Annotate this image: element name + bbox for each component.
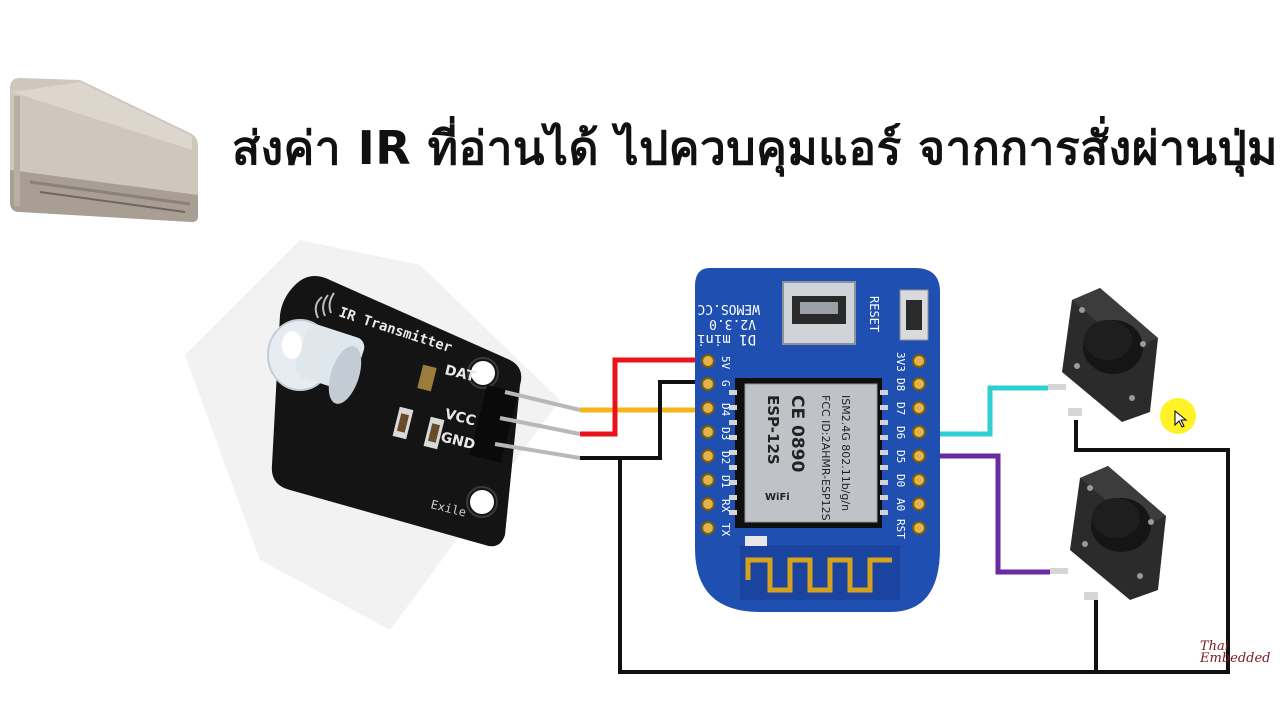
board-site: WEMOS.CC xyxy=(697,301,760,316)
ir-transmitter-module: IR Transmitter DAT VCC GND Exile xyxy=(267,276,581,547)
air-conditioner-icon xyxy=(10,78,198,222)
pin-d6: D6 xyxy=(894,426,907,439)
pin-d2: D2 xyxy=(719,451,732,464)
pin-d5: D5 xyxy=(894,450,907,463)
cyan-wire xyxy=(922,385,1048,437)
chip-wifi: WiFi xyxy=(765,492,790,503)
pin-3v3: 3V3 xyxy=(894,352,907,372)
ground-bus xyxy=(618,420,1230,674)
pin-d1: D1 xyxy=(719,475,732,488)
page-title: ส่งค่า IR ที่อ่านได้ ไปควบคุมแอร์ จากการ… xyxy=(232,121,1280,175)
black-wire-module xyxy=(580,380,712,460)
push-button-icon xyxy=(1050,466,1166,600)
reset-label: RESET xyxy=(867,296,881,332)
pin-d0: D0 xyxy=(894,474,907,487)
watermark-line1: Thai xyxy=(1200,639,1229,654)
pin-tx: TX xyxy=(719,523,732,537)
wires xyxy=(580,357,1230,674)
pin-d4: D4 xyxy=(719,403,732,417)
pin-a0: A0 xyxy=(894,498,907,511)
board-version: V2.3.0 xyxy=(709,316,756,331)
ir-pin-dat: DAT xyxy=(443,362,477,385)
pin-g: G xyxy=(719,380,732,387)
pin-d8: D8 xyxy=(894,378,907,391)
pin-d3: D3 xyxy=(719,427,732,440)
watermark-line2: Embedded xyxy=(1200,651,1271,666)
pin-5v: 5V xyxy=(719,356,732,370)
d1-mini-board: D1 mini V2.3.0 WEMOS.CC RESET 5V G D4 D3… xyxy=(695,268,940,612)
purple-wire xyxy=(922,453,1050,575)
push-button-icon xyxy=(1048,288,1158,422)
chip-ce: CE 0890 xyxy=(787,395,807,472)
cursor-icon xyxy=(1160,398,1196,434)
red-wire xyxy=(580,357,712,437)
pin-rst: RST xyxy=(894,519,907,539)
ir-pin-vcc: VCC xyxy=(443,406,477,429)
chip-ism: ISM2.4G 802.11b/g/n xyxy=(839,395,852,511)
board-name: D1 mini xyxy=(697,331,756,347)
chip-model: ESP-12S xyxy=(764,395,782,465)
pin-d7: D7 xyxy=(894,402,907,415)
watermark: Thai Embedded xyxy=(1200,639,1271,666)
chip-fcc: FCC ID:2AHMR-ESP12S xyxy=(819,395,832,521)
pin-rx: RX xyxy=(719,499,732,513)
